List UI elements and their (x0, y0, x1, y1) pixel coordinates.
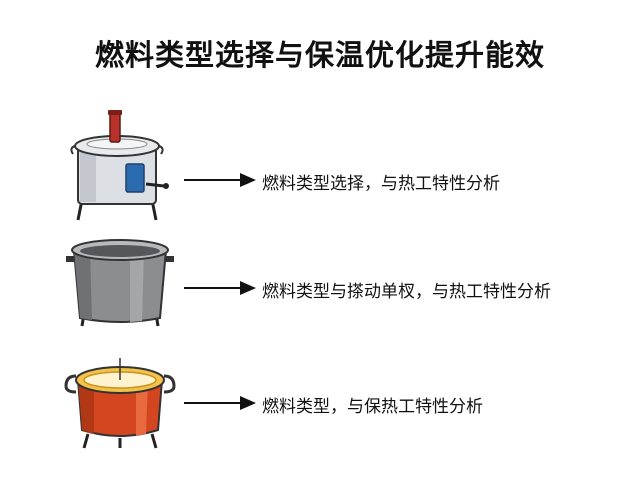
fuel-row-2: 燃料类型与搽动单杈，与热工特性分析 (0, 230, 640, 350)
arrow-right-icon (184, 281, 256, 295)
fuel-row-3: 燃料类型，与保热工特性分析 (0, 350, 640, 470)
fuel-row-1: 燃料类型选择，与热工特性分析 (0, 108, 640, 228)
arrow-right-icon (184, 173, 256, 187)
fuel-caption-3: 燃料类型，与保热工特性分析 (262, 397, 483, 417)
steel-bucket-pot-icon (66, 239, 174, 327)
insulated-red-pot-icon (64, 358, 176, 449)
fuel-caption-1: 燃料类型选择，与热工特性分析 (262, 174, 500, 194)
stove-pot-with-chimney-icon (70, 110, 169, 221)
arrow-right-icon (184, 396, 256, 410)
page-title: 燃料类型选择与保温优化提升能效 (94, 38, 545, 72)
fuel-caption-2: 燃料类型与搽动单杈，与热工特性分析 (262, 282, 551, 302)
